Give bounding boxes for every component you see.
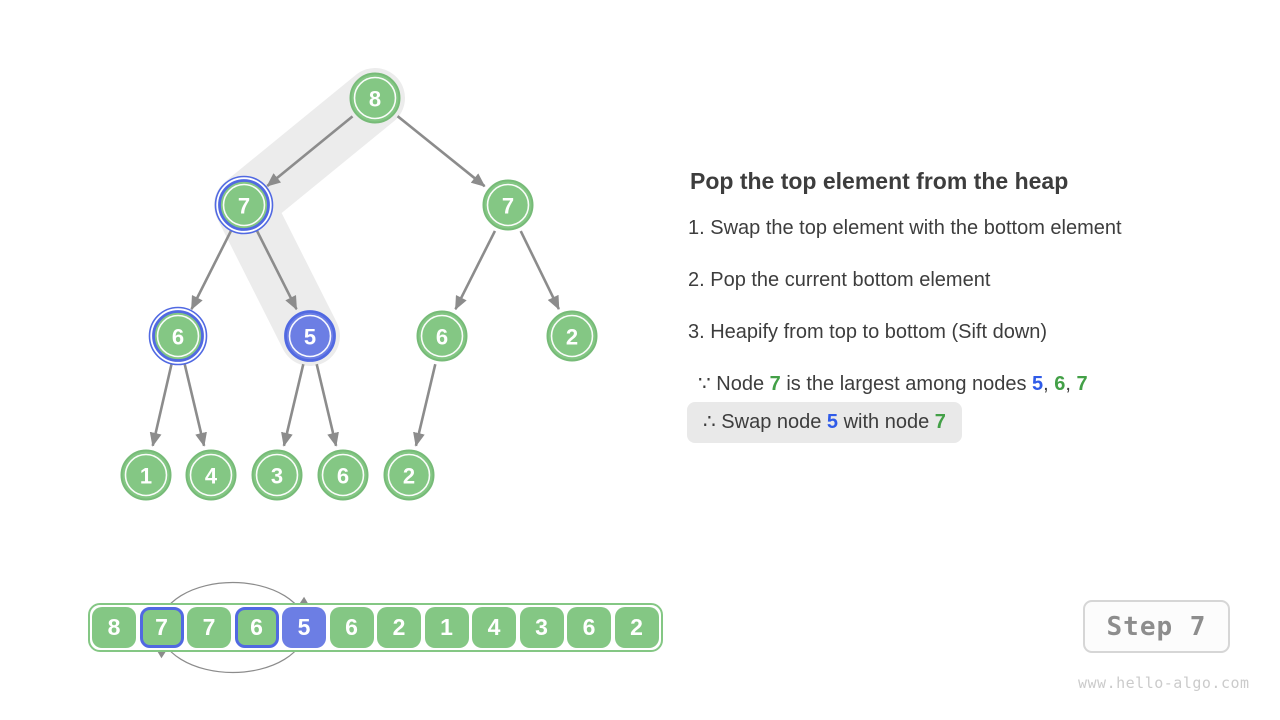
tree-edge: [396, 115, 486, 188]
tree-edge: [413, 363, 437, 447]
tree-node-2: 2: [383, 449, 435, 501]
text-fragment: ∴ Swap node: [703, 411, 827, 433]
tree-edge: [190, 230, 233, 311]
array-cell-1: 7: [139, 607, 184, 648]
tree-node-value: 8: [369, 87, 381, 112]
tree-edge: [183, 363, 207, 447]
tree-node-value: 5: [304, 325, 316, 350]
instruction-step-3: 3. Heapify from top to bottom (Sift down…: [688, 321, 1048, 343]
array-cell-10: 6: [567, 607, 611, 648]
tree-node-8: 8: [349, 72, 401, 124]
watermark: www.hello-algo.com: [1078, 674, 1250, 692]
because-line: ∵ Node 7 is the largest among nodes 5, 6…: [698, 371, 1088, 396]
array-cell-5: 6: [329, 607, 374, 648]
node-ref-green: 7: [934, 411, 946, 433]
node-ref-blue: 5: [1032, 373, 1044, 395]
tree-node-value: 7: [238, 194, 250, 219]
tree-node-value: 4: [205, 464, 218, 489]
instruction-step-1: 1. Swap the top element with the bottom …: [688, 217, 1122, 239]
tree-edge: [266, 115, 354, 188]
tree-node-value: 2: [403, 464, 415, 489]
tree-node-value: 3: [271, 464, 283, 489]
instruction-step-2: 2. Pop the current bottom element: [688, 269, 991, 291]
array-cell-0: 8: [92, 607, 136, 648]
text-fragment: ,: [1043, 373, 1055, 395]
tree-nodes-layer: 8 7 7 6 5 6 2 1 4 3 6 2: [120, 72, 598, 501]
text-fragment: ∵ Node: [698, 373, 770, 395]
tree-node-value: 6: [436, 325, 448, 350]
tree-edge: [281, 363, 305, 447]
panel-title: Pop the top element from the heap: [690, 168, 1069, 194]
node-ref-green: 7: [769, 373, 781, 395]
tree-node-value: 6: [337, 464, 349, 489]
tree-edge: [519, 230, 560, 310]
tree-edge: [255, 230, 298, 311]
node-ref-green: 7: [1076, 373, 1088, 395]
tree-node-value: 1: [140, 464, 152, 489]
tree-node-6: 6: [148, 306, 208, 366]
tree-node-4: 4: [185, 449, 237, 501]
array-cell-3: 6: [234, 607, 279, 648]
tree-node-value: 7: [502, 194, 514, 219]
node-ref-green: 6: [1054, 373, 1066, 395]
tree-node-1: 1: [120, 449, 172, 501]
text-fragment: is the largest among nodes: [780, 373, 1033, 395]
array-cell-7: 1: [424, 607, 469, 648]
text-fragment: ,: [1065, 373, 1077, 395]
array-cell-2: 7: [187, 607, 231, 648]
tree-edge: [315, 363, 339, 447]
step-counter-button[interactable]: Step 7: [1083, 600, 1230, 653]
therefore-box: ∴ Swap node 5 with node 7: [687, 402, 962, 443]
tree-node-5: 5: [284, 310, 336, 362]
tree-node-6: 6: [317, 449, 369, 501]
tree-node-3: 3: [251, 449, 303, 501]
tree-node-7: 7: [482, 179, 534, 231]
tree-node-value: 6: [172, 325, 184, 350]
tree-edge: [149, 363, 173, 447]
array-cell-4: 5: [282, 607, 326, 648]
array-cell-8: 4: [472, 607, 516, 648]
tree-node-value: 2: [566, 325, 578, 350]
array-cell-9: 3: [519, 607, 564, 648]
tree-node-2: 2: [546, 310, 598, 362]
tree-edges-layer: [149, 115, 560, 447]
node-ref-blue: 5: [826, 411, 839, 433]
array-cell-6: 2: [377, 607, 421, 648]
text-fragment: with node: [838, 411, 935, 433]
array-cell-11: 2: [614, 607, 659, 648]
tree-node-6: 6: [416, 310, 468, 362]
tree-edge: [454, 230, 497, 311]
tree-node-7: 7: [214, 175, 274, 235]
